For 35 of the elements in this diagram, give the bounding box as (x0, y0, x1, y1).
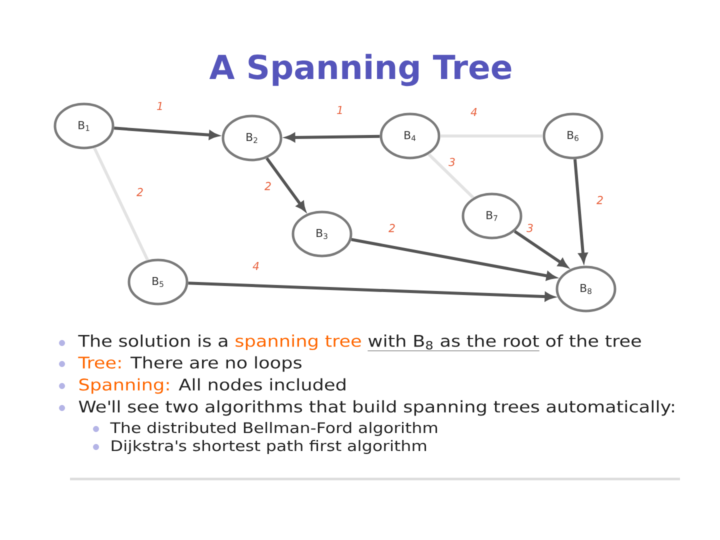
bullet-text: The distributed Bellman-Ford algorithm (110, 422, 438, 436)
connector-line (428, 153, 474, 199)
graph-node: B$_{2}$ (222, 114, 282, 162)
arrow (351, 238, 556, 280)
bullet-text: Spanning: All nodes included (79, 378, 346, 394)
arrow (514, 230, 568, 268)
bullet-text: We'll see two algorithms that build spanning trees automatically: (78, 400, 674, 416)
arrow (266, 157, 306, 212)
graph-node: B$_{1}$ (54, 102, 114, 150)
graph-node: B$_{3}$ (292, 210, 352, 258)
arrow (188, 282, 554, 302)
edge-label: 2 (264, 180, 272, 192)
edge-label: 1 (156, 101, 164, 111)
edge-label: 1 (336, 104, 344, 115)
edge-label: 2 (136, 186, 144, 198)
graph-node: B$_{4}$ (380, 112, 440, 160)
bullet-text: The solution is a spanning tree with B$_{8}$ as the root of the tree (78, 334, 641, 352)
label: of the tree (546, 334, 641, 347)
edge-label: 3 (448, 156, 456, 168)
graph-node: B$_{8}$ (556, 266, 616, 312)
edge-label: 2 (596, 194, 604, 206)
label: The solution is a (78, 334, 228, 347)
graph-node: B$_{7}$ (462, 192, 522, 240)
edge-label: 4 (470, 106, 478, 117)
edge-label: 3 (526, 222, 534, 234)
graph-node: B$_{5}$ (128, 258, 188, 306)
connector-line (93, 147, 149, 261)
bullet-text: Tree: There are no loops (78, 356, 302, 372)
label: spanning tree (236, 334, 361, 350)
edge-label: 2 (388, 222, 396, 234)
graph-node: B$_{6}$ (542, 112, 604, 160)
edge-label: 4 (252, 260, 260, 271)
label: with B$_{8}$ as the root (368, 334, 539, 350)
bullet-text: Dijkstra's shortest path first algorithm (112, 440, 426, 454)
title: A Spanning Tree (209, 54, 512, 86)
